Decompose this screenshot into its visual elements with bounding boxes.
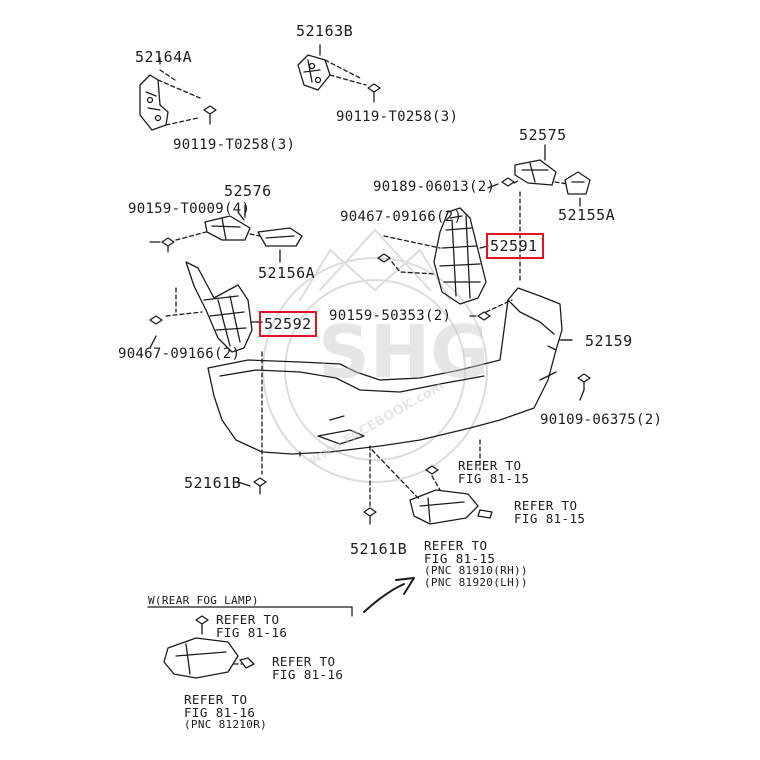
label-90467-top: 90467-09166(2) [340, 209, 463, 225]
label-90119-left: 90119-T0258(3) [173, 137, 296, 153]
label-90467-bottom: 90467-09166(2) [118, 346, 241, 362]
label-52161b-bottom: 52161B [350, 540, 408, 558]
label-52161b-left: 52161B [184, 474, 242, 492]
refer-note-2a: REFER TO [514, 498, 578, 513]
lower-parts [253, 439, 493, 525]
refer-note-2b: FIG 81-15 [514, 511, 586, 526]
refer-note-5a: REFER TO [272, 654, 336, 669]
retainer-52591 [377, 191, 521, 321]
watermark-letters: SHG [318, 310, 490, 394]
label-52592: 52592 [264, 315, 312, 333]
refer-note-4a: REFER TO [216, 612, 280, 627]
watermark-emblem [262, 229, 488, 483]
label-52164a: 52164A [135, 48, 193, 66]
label-90119-right: 90119-T0258(3) [336, 109, 459, 125]
arrow-icon [363, 577, 415, 613]
refer-note-6c: (PNC 81210R) [184, 718, 268, 731]
leader-lines [149, 183, 585, 487]
label-90109: 90109-06375(2) [540, 412, 663, 428]
retainer-52592 [149, 261, 263, 475]
label-90189: 90189-06013(2) [373, 179, 496, 195]
refer-note-4b: FIG 81-16 [216, 625, 288, 640]
fog-lamp-title: W(REAR FOG LAMP) [148, 594, 259, 607]
refer-note-3b: FIG 81-15 [424, 551, 496, 566]
refer-note-3d: (PNC 81920(LH)) [424, 576, 528, 589]
label-90159-mid: 90159-50353(2) [329, 308, 452, 324]
highlight-box-52591 [486, 233, 544, 259]
refer-note-1a: REFER TO [458, 458, 522, 473]
bracket-52576 [161, 204, 303, 263]
refer-note-1b: FIG 81-15 [458, 471, 530, 486]
label-52163b: 52163B [296, 22, 354, 40]
bracket-52164a [139, 57, 217, 131]
label-90159-top: 90159-T0009(4) [128, 201, 251, 217]
bracket-52575 [501, 144, 591, 207]
refer-note-3c: (PNC 81910(RH)) [424, 564, 528, 577]
label-52576: 52576 [224, 182, 272, 200]
highlight-box-52592 [259, 311, 317, 337]
refer-note-6a: REFER TO [184, 692, 248, 707]
bracket-52163b [297, 44, 381, 103]
label-52591: 52591 [490, 237, 538, 255]
label-52159: 52159 [585, 332, 633, 350]
label-52575: 52575 [519, 126, 567, 144]
fog-lamp-inset [147, 606, 353, 679]
refer-note-3a: REFER TO [424, 538, 488, 553]
refer-note-6b: FIG 81-16 [184, 705, 256, 720]
label-52156a: 52156A [258, 264, 316, 282]
label-52155a: 52155A [558, 206, 616, 224]
refer-note-5b: FIG 81-16 [272, 667, 344, 682]
